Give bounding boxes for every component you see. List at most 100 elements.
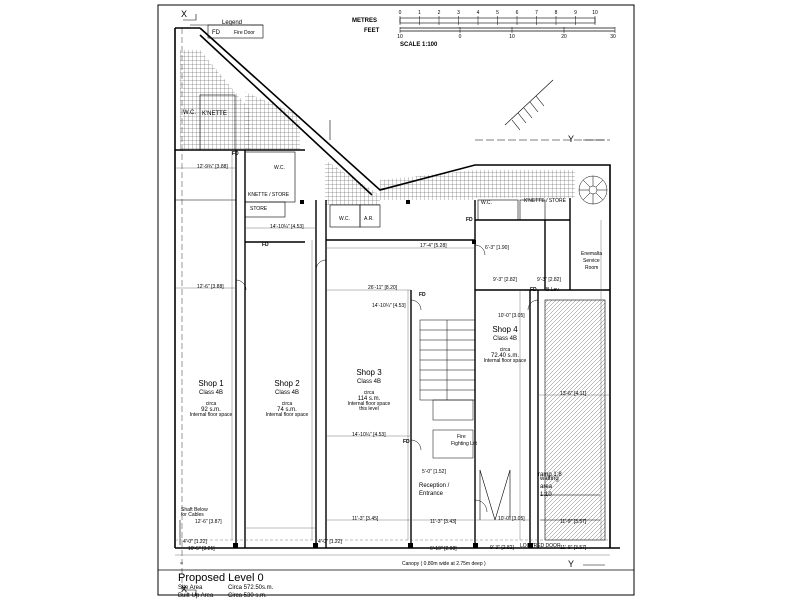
dimension-label: 26'-11" [8.20] <box>368 285 398 291</box>
scale-metre-tick: 0 <box>398 10 402 16</box>
dimension-lines <box>175 150 610 556</box>
fire-door-marker: FD <box>262 242 269 248</box>
shop-4-label: Shop 4 Class 4B circa 72.40 s.m. Interna… <box>484 326 527 364</box>
scale-metre-tick: 3 <box>457 10 460 16</box>
dimension-label: 13'-6" [4.11] <box>560 391 587 397</box>
shop-note-2: this level <box>359 406 379 412</box>
dimension-label: 9'-3" [2.82] <box>490 545 514 551</box>
room-wc-2: W.C. <box>274 165 285 171</box>
built-area-label: Built-Up Area <box>178 593 214 599</box>
dimension-label: 4'-0" [1.22] <box>183 539 207 545</box>
sheet-border <box>157 4 635 596</box>
room-wc-3: W.C. <box>339 216 350 222</box>
site-area-label: Site Area <box>178 585 203 591</box>
legend-code: FD <box>212 30 220 36</box>
shop-note: Internal floor space <box>189 412 233 418</box>
room-service-1: Enemalta <box>581 251 603 257</box>
canopy-note: Canopy ( 0.80m wide at 2.75m deep ) <box>402 561 486 567</box>
shop-1-label: Shop 1 Class 4B circa 92 s.m. Internal f… <box>190 380 233 418</box>
built-area-value: Circa 530 s.m. <box>228 593 267 599</box>
shop-class: Class 4B <box>198 390 223 396</box>
dimension-label: 11'-3" [3.45] <box>352 516 379 522</box>
scale-metre-tick: 10 <box>592 10 598 16</box>
shop-circa: circa <box>499 347 511 353</box>
site-area-value: Circa 572.50s.m. <box>228 585 274 591</box>
scale-metre-tick: 9 <box>574 10 577 16</box>
fire-door-marker: FD <box>466 217 473 223</box>
shop-name: Shop 2 <box>274 379 300 388</box>
dimension-label: 12'-9¾" [3.88] <box>197 164 228 170</box>
drawing-title: Proposed Level 0 <box>178 572 264 584</box>
scale-metre-tick: 7 <box>535 10 538 16</box>
shaft-note: Shaft Below for Cables <box>181 507 208 518</box>
shop-area: 72.40 s.m. <box>490 353 519 359</box>
scale-metres-label: METRES <box>352 18 378 24</box>
shop-note: Internal floor space <box>483 358 527 364</box>
room-service-3: Room <box>585 265 599 271</box>
dimension-label: 12'-6" [3.87] <box>195 519 222 525</box>
scale-feet-tick: 10 <box>397 34 403 40</box>
section-y-label-bottom: Y <box>568 559 575 569</box>
fire-door-marker: FD <box>419 292 426 298</box>
dimension-label: 14'-10¼" [4.53] <box>352 432 386 438</box>
section-x-line <box>180 14 197 596</box>
dimension-label: 10'-0" [3.05] <box>498 313 525 319</box>
dimension-label: 11'-3" [3.43] <box>430 519 457 525</box>
columns <box>233 200 533 548</box>
waiting-label-1: waiting <box>540 476 559 482</box>
party-walls <box>175 149 610 548</box>
scale-feet-tick: 20 <box>561 34 567 40</box>
scale-metre-tick: 1 <box>418 10 421 16</box>
shop-3-label: Shop 3 Class 4B circa 114 s.m. Internal … <box>348 369 391 412</box>
room-ar: A.R. <box>364 216 374 222</box>
shop-area: 92 s.m. <box>201 407 221 413</box>
fire-door-marker: FD <box>232 151 239 157</box>
scale-text: SCALE 1:100 <box>400 42 438 48</box>
room-wc-4: W.C. <box>481 200 492 206</box>
dimension-label: 6'-3" [1.90] <box>485 245 509 251</box>
room-wc-1: W.C. <box>183 110 196 116</box>
dimension-label: 5'-0" [1.52] <box>422 469 446 475</box>
room-knette-1: K'NETTE <box>202 111 227 117</box>
dimension-label: 6'-10" [2.08] <box>430 546 457 552</box>
scale-metre-tick: 2 <box>437 10 441 16</box>
shop-circa: circa <box>363 390 375 396</box>
shop-circa: circa <box>205 401 217 407</box>
dimension-label: 9'-3" [2.82] <box>493 277 517 283</box>
dimension-label: 14'-10¼" [4.53] <box>372 303 406 309</box>
dimension-label: 10'-0" [3.05] <box>498 516 525 522</box>
interior-fittings <box>175 94 610 545</box>
spiral-stair <box>578 175 608 205</box>
waiting-label-3: 1:10 <box>540 492 552 498</box>
ramp-label: ramp 1:8 <box>538 472 562 478</box>
scale-feet-label: FEET <box>364 28 380 34</box>
shop-area: 74 s.m. <box>277 407 297 413</box>
scale-metre-tick: 8 <box>554 10 558 16</box>
scale-feet-tick: 30 <box>610 34 616 40</box>
scale-metre-tick: 4 <box>476 10 480 16</box>
dimension-label: 4'-0" [1.22] <box>318 539 342 545</box>
shop-class: Class 4B <box>492 336 517 342</box>
dimension-label: 12'-6" [3.88] <box>197 284 224 290</box>
door-swings <box>235 244 539 513</box>
shop-name: Shop 1 <box>198 379 224 388</box>
room-knette-store-2: KNETTE / STORE <box>248 192 290 198</box>
room-reception: Reception / <box>419 483 450 489</box>
dimension-label: 11'-9" [3.57] <box>560 545 587 551</box>
staircase <box>419 319 476 459</box>
room-service-2: Service <box>583 258 600 264</box>
section-y-label-top: Y <box>568 134 575 144</box>
dimension-label: 14'-10¼" [4.53] <box>270 224 304 230</box>
scale-metre-tick: 5 <box>496 10 499 16</box>
section-x-label-bottom: X <box>181 584 188 594</box>
section-x-label-top: X <box>181 9 188 19</box>
louvred-door-note: LOUVRED DOOR <box>520 543 561 549</box>
room-store-2: STORE <box>250 206 268 212</box>
upper-terrace-hatch <box>180 50 575 205</box>
room-entrance: Entrance <box>419 491 444 497</box>
shop-name: Shop 4 <box>492 325 518 334</box>
room-fire-1: Fire <box>457 434 466 440</box>
scale-metre-tick: 6 <box>515 10 519 16</box>
